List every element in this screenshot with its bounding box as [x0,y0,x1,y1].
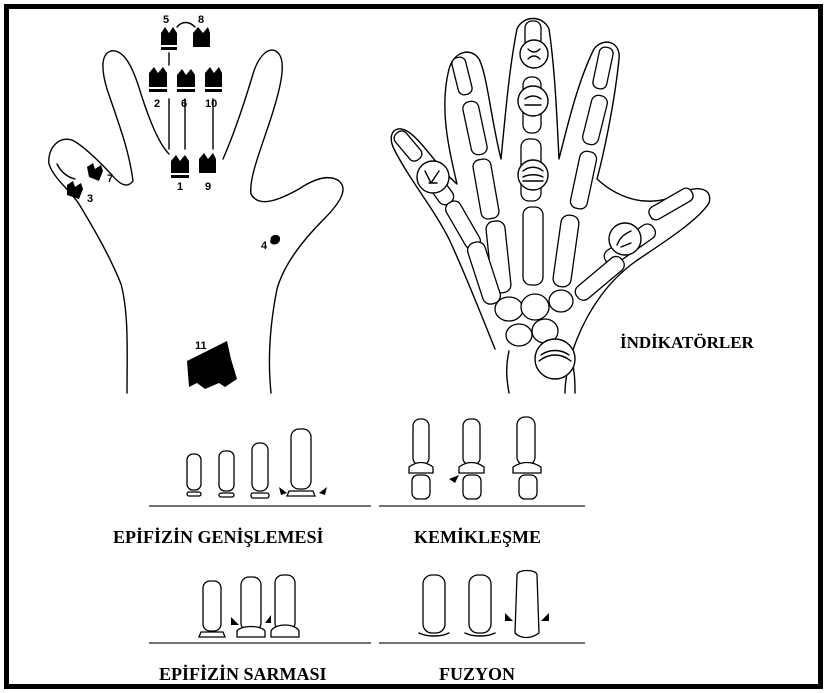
carpal-triquetrum [506,324,532,346]
site-connector-5-8 [177,23,195,28]
site-bar-1 [171,175,189,178]
indicator-circle-thumb [609,223,641,255]
ossification-sites [67,23,280,390]
stage-capping-illustration [149,575,371,643]
left-hand-outline-right [223,50,343,393]
thumb-distal-phalanx [647,186,696,222]
index-middle-phalanx [581,94,609,146]
fusion-bone-3 [515,571,539,638]
widening-cap-2 [219,493,234,497]
stage-label-fusion: FUZYON [439,664,515,684]
site-shape-10 [205,67,222,87]
ring-proximal-phalanx [472,158,500,220]
stage-label-capping: EPİFİZİN SARMASI [159,664,327,684]
site-shape-3 [67,181,83,199]
index-distal-phalanx [592,46,614,90]
left-hand-diagram: 5 8 2 6 10 7 3 1 9 4 11 [49,14,343,393]
indicator-circle-middle-middle [518,86,548,116]
site-shape-4 [270,235,280,245]
carpal-capitate [521,294,549,320]
site-shape-1 [171,155,189,173]
ossification-bone-1 [413,419,429,465]
ossification-cap-2 [459,463,484,474]
widening-cap-4 [287,491,315,496]
marker-1: 1 [177,181,183,193]
widening-cap-1 [187,492,201,496]
capping-bone-1 [203,581,221,631]
widening-arrow-right [319,487,327,495]
widening-bone-4 [291,429,311,489]
left-hand-outline [49,51,169,393]
ossification-arrow [449,475,459,483]
carpal-hamate [495,297,523,321]
ossification-metaphysis-2 [463,475,481,499]
ossification-bone-3 [517,417,535,465]
fusion-bone-1 [423,575,445,633]
index-metacarpal [552,214,580,288]
capping-bone-3 [275,575,295,631]
marker-4: 4 [261,240,268,252]
marker-3: 3 [87,193,93,205]
ossification-cap-1 [409,463,433,474]
capping-cap-1 [199,632,225,637]
marker-11: 11 [195,340,207,352]
ossification-cap-3 [513,463,541,474]
fusion-bone-2 [469,575,491,633]
ring-distal-phalanx [451,56,474,96]
stage-fusion-illustration [379,571,585,644]
stage-ossification-illustration [379,417,585,506]
site-shape-2 [149,67,167,87]
stage-label-ossification: KEMİKLEŞME [414,527,541,547]
capping-bone-2 [241,577,261,631]
thumb-crease [57,164,75,179]
thumb-metacarpal [572,254,627,304]
ossification-metaphysis-3 [519,475,537,499]
marker-7: 7 [107,173,113,185]
marker-8: 8 [198,14,204,26]
capping-cap-3 [271,625,299,637]
indicator-circle-middle-distal [520,40,548,68]
fusion-arrow-left [505,613,513,621]
stage-label-widening: EPİFİZİN GENİŞLEMESİ [113,527,324,547]
widening-bone-3 [252,443,268,491]
widening-bone-2 [219,451,234,491]
ulna-outline [507,351,509,393]
index-proximal-phalanx [569,150,598,210]
indicator-circle-little [417,161,449,193]
ring-middle-phalanx [462,100,489,156]
stage-widening-illustration [149,429,371,506]
fusion-arrow-right [541,613,549,621]
little-distal-phalanx [392,128,425,163]
widening-cap-3 [251,493,269,498]
marker-6: 6 [181,98,187,110]
marker-2: 2 [154,98,160,110]
indicator-circle-radius [535,339,575,379]
indicator-circle-middle-proximal [518,160,548,190]
carpal-trapezoid [549,290,573,312]
widening-arrow-left [279,487,287,495]
marker-9: 9 [205,181,211,193]
capping-arrow-left [231,617,239,625]
site-bar-6 [177,89,195,92]
right-hand-skeleton: İNDİKATÖRLER [391,19,754,394]
widening-bone-1 [187,454,201,490]
ossification-metaphysis-1 [412,475,430,499]
site-shape-9 [199,153,216,173]
marker-10: 10 [205,98,217,110]
figure-frame: 5 8 2 6 10 7 3 1 9 4 11 [4,4,823,689]
site-bar-2 [149,89,167,92]
marker-5: 5 [163,14,169,26]
site-bar-5 [161,47,177,50]
capping-arrow-right [265,615,271,623]
site-shape-5 [161,27,177,45]
site-shape-7 [87,163,103,181]
capping-cap-2 [237,627,265,638]
site-shape-6 [177,69,195,87]
indicators-title: İNDİKATÖRLER [620,333,755,352]
site-bar-10 [205,89,222,92]
site-shape-8 [193,27,210,47]
hand-wrist-diagram: 5 8 2 6 10 7 3 1 9 4 11 [9,9,818,684]
middle-metacarpal [523,207,543,285]
ossification-bone-2 [463,419,480,465]
